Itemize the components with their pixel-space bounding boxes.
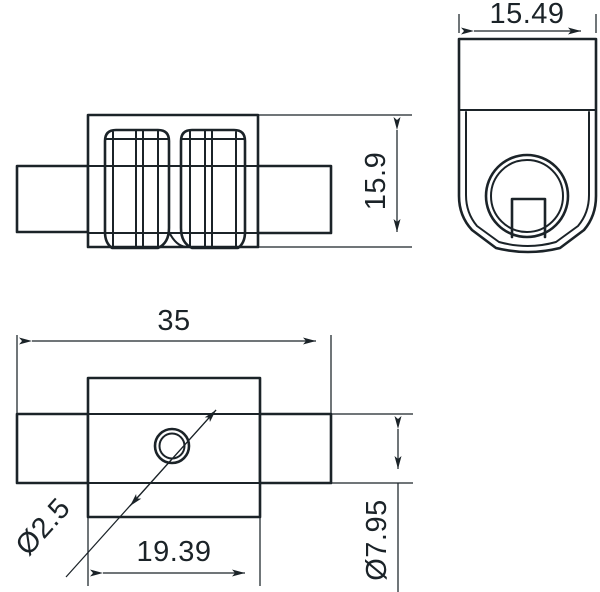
dimension-label-2-5: Ø2.5 <box>10 492 77 562</box>
front-knurl-right <box>179 128 247 250</box>
plan-view <box>15 376 333 519</box>
dim-leader-2-5-back <box>129 409 217 507</box>
plan-right-shaft <box>258 412 333 485</box>
plan-body-outline <box>86 376 262 519</box>
side-bore-circle-inner <box>490 159 564 233</box>
side-bore-circle-outer <box>484 153 570 239</box>
front-view <box>15 113 333 250</box>
knurl-right-outline <box>179 128 247 250</box>
dimension-label-35: 35 <box>157 305 190 337</box>
dimension-label-19-39: 19.39 <box>136 536 211 568</box>
dimension-side-width: 15.49 <box>458 0 597 35</box>
knurl-left-outline <box>103 128 171 250</box>
front-knurl-valley <box>168 231 187 248</box>
dimension-front-height: 15.9 <box>258 114 412 248</box>
side-view <box>457 37 598 254</box>
dimension-overall-length: 35 <box>16 305 332 414</box>
plan-hole-circle-outer <box>153 427 191 465</box>
side-body-outline <box>457 37 598 254</box>
front-left-shaft <box>15 164 90 234</box>
plan-left-shaft <box>15 412 90 485</box>
front-right-shaft <box>256 164 333 235</box>
side-keyway-notch <box>510 197 547 239</box>
dimension-label-7-95: Ø7.95 <box>361 499 393 581</box>
front-knurl-left <box>103 128 171 250</box>
dimension-label-15-9: 15.9 <box>360 152 392 210</box>
dimension-shaft-diameter: Ø7.95 <box>331 413 413 592</box>
side-body-inner-contour <box>465 111 590 247</box>
dimension-label-15-49: 15.49 <box>489 0 564 30</box>
dimension-body-length: 19.39 <box>87 517 261 586</box>
